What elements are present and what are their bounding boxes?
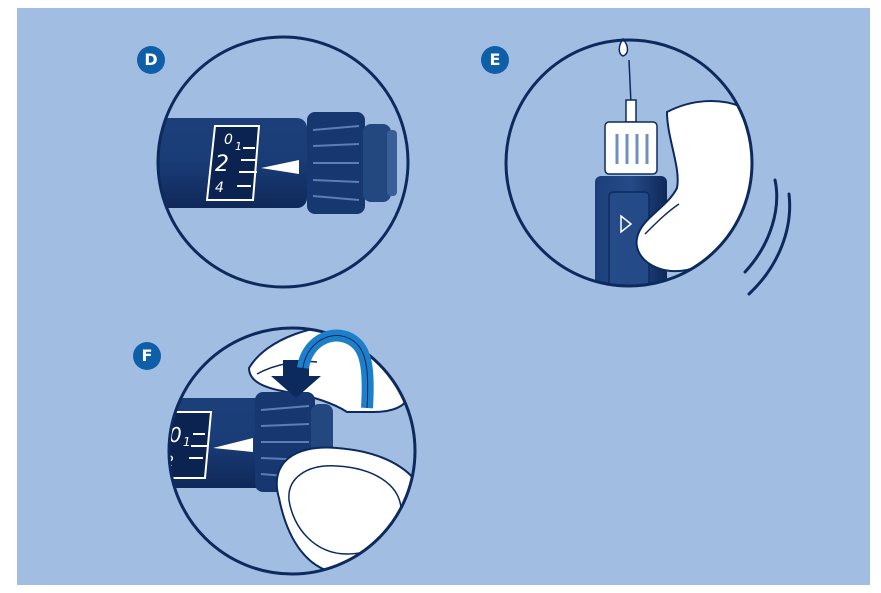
step-badge-d: D — [137, 46, 165, 74]
motion-arc-outer — [749, 194, 790, 294]
instruction-diagram: 0 1 2 4 — [17, 8, 870, 585]
dial-number-4: 4 — [215, 180, 224, 196]
motion-arc-inner — [745, 180, 777, 272]
panel-d-pen: 0 1 2 4 — [137, 112, 397, 214]
panel-e — [506, 39, 790, 306]
dial-number-0: 0 — [224, 132, 233, 148]
step-badge-e: E — [481, 46, 509, 74]
dial-number-2: 2 — [215, 152, 229, 177]
push-button-cap — [387, 130, 397, 196]
panel-d: 0 1 2 4 — [137, 37, 408, 287]
panel-f: 0 1 2 — [147, 325, 427, 574]
step-badge-f: F — [133, 342, 161, 370]
dial-number-1: 1 — [235, 140, 242, 153]
push-button — [363, 124, 391, 202]
dial-number-1: 1 — [183, 435, 191, 449]
panel-e-pen — [595, 100, 777, 306]
needle-hub — [626, 100, 636, 122]
diagram-canvas: 0 1 2 4 — [17, 8, 870, 585]
needle-base — [605, 122, 657, 174]
